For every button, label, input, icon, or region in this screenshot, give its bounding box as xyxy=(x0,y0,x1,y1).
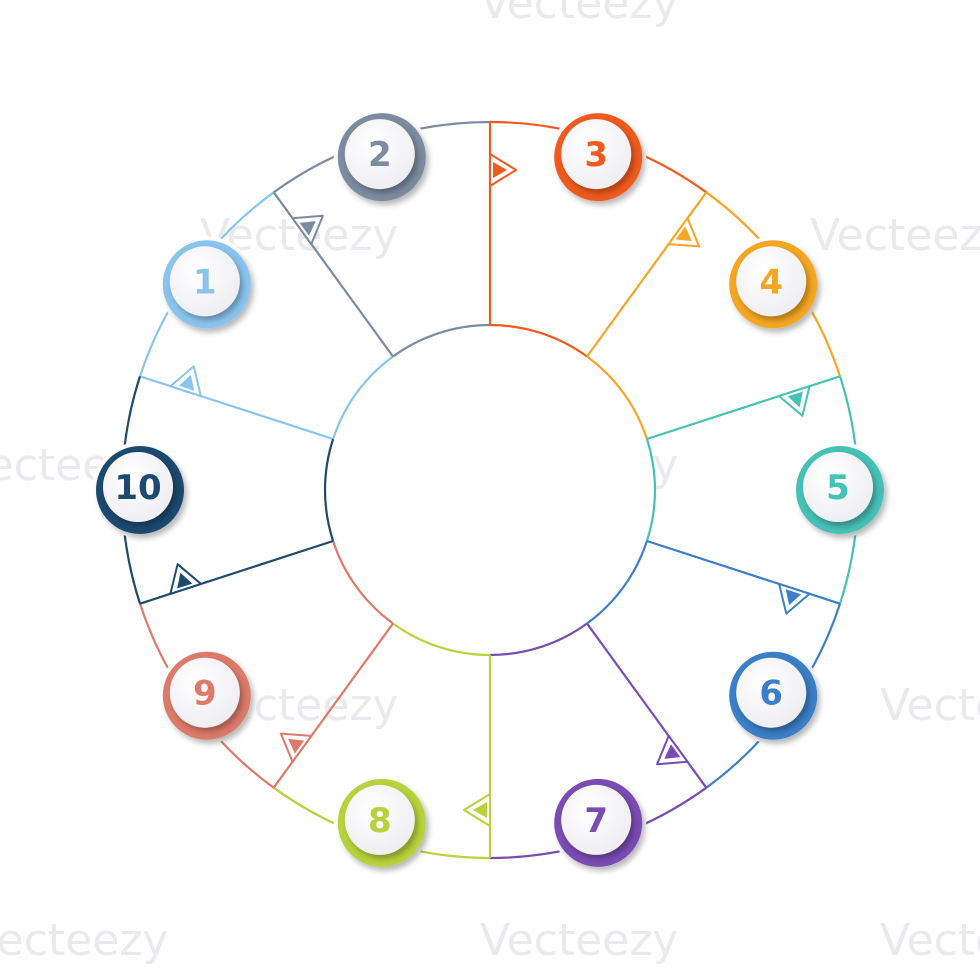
segment-inner-arc xyxy=(392,323,491,358)
center-circle-layer xyxy=(327,327,653,653)
segment-inner-arc xyxy=(489,323,588,358)
step-badge-face xyxy=(736,246,807,317)
step-badge-3: 3 xyxy=(550,109,647,206)
step-number: 7 xyxy=(584,801,608,841)
step-badges-layer: 1 2 3 4 5 6 7 8 9 10 xyxy=(92,109,888,871)
step-badge-8: 8 xyxy=(333,774,430,871)
segment-tab-marker xyxy=(675,226,692,242)
segment-5 xyxy=(645,375,860,605)
watermark-text: Vecteezy xyxy=(480,915,678,966)
segment-tab-marker xyxy=(177,572,193,589)
segment-tab-marker xyxy=(493,162,507,178)
watermark-text: Vecteezy xyxy=(480,0,678,29)
step-badge-face xyxy=(344,784,415,855)
segment-tab-marker xyxy=(299,221,316,236)
segment-tab-marker xyxy=(664,744,681,759)
step-number: 10 xyxy=(114,468,161,508)
segment-inner-arc xyxy=(489,622,588,657)
step-number: 9 xyxy=(193,674,217,714)
segment-inner-arc xyxy=(323,438,335,542)
step-number: 8 xyxy=(368,801,392,841)
watermark-text: Vecteezy xyxy=(810,210,980,261)
step-badge-4: 4 xyxy=(725,236,822,333)
step-number: 2 xyxy=(368,135,392,175)
center-circle xyxy=(327,327,653,653)
step-badge-10: 10 xyxy=(92,442,188,538)
step-number: 3 xyxy=(584,135,608,175)
segment-inner-arc xyxy=(332,540,394,625)
step-number: 6 xyxy=(759,674,783,714)
segment-inner-arc xyxy=(586,540,648,625)
step-badge-face xyxy=(169,246,240,317)
step-number: 5 xyxy=(826,468,850,508)
step-badge-5: 5 xyxy=(792,442,888,538)
step-number: 4 xyxy=(759,262,783,302)
step-badge-face xyxy=(803,452,873,522)
segment-inner-arc xyxy=(586,355,648,440)
step-badge-2: 2 xyxy=(333,109,430,206)
segment-divider-line xyxy=(586,622,708,789)
step-number: 1 xyxy=(193,262,217,302)
watermark-text: Vecteezy xyxy=(880,680,980,731)
step-badge-6: 6 xyxy=(725,647,822,744)
step-badge-face xyxy=(169,657,240,728)
segment-tab-marker xyxy=(179,374,195,391)
step-badge-face xyxy=(736,657,807,728)
segment-tab-marker xyxy=(473,802,487,818)
segment-inner-arc xyxy=(645,438,657,542)
segment-tab-marker xyxy=(288,738,305,754)
segment-divider-line xyxy=(139,375,334,441)
segment-divider-line xyxy=(586,191,708,358)
segment-divider-line xyxy=(646,375,841,441)
step-badge-9: 9 xyxy=(158,647,255,744)
step-badge-face xyxy=(561,784,632,855)
step-badge-face xyxy=(561,119,632,190)
step-badge-7: 7 xyxy=(550,774,647,871)
step-badge-1: 1 xyxy=(158,236,255,333)
segment-inner-arc xyxy=(392,622,491,657)
segment-tab-marker xyxy=(785,589,801,606)
segment-6 xyxy=(586,539,842,789)
segment-9 xyxy=(138,540,394,789)
watermark-text: Vecteezy xyxy=(0,915,168,966)
step-badge-face xyxy=(103,452,173,522)
step-badge-face xyxy=(344,119,415,190)
segment-tab-marker xyxy=(787,391,803,408)
watermark-text: Vecteezy xyxy=(880,915,980,966)
segment-divider-line xyxy=(139,539,334,605)
segment-divider-line xyxy=(646,539,841,605)
segment-inner-arc xyxy=(332,355,394,440)
